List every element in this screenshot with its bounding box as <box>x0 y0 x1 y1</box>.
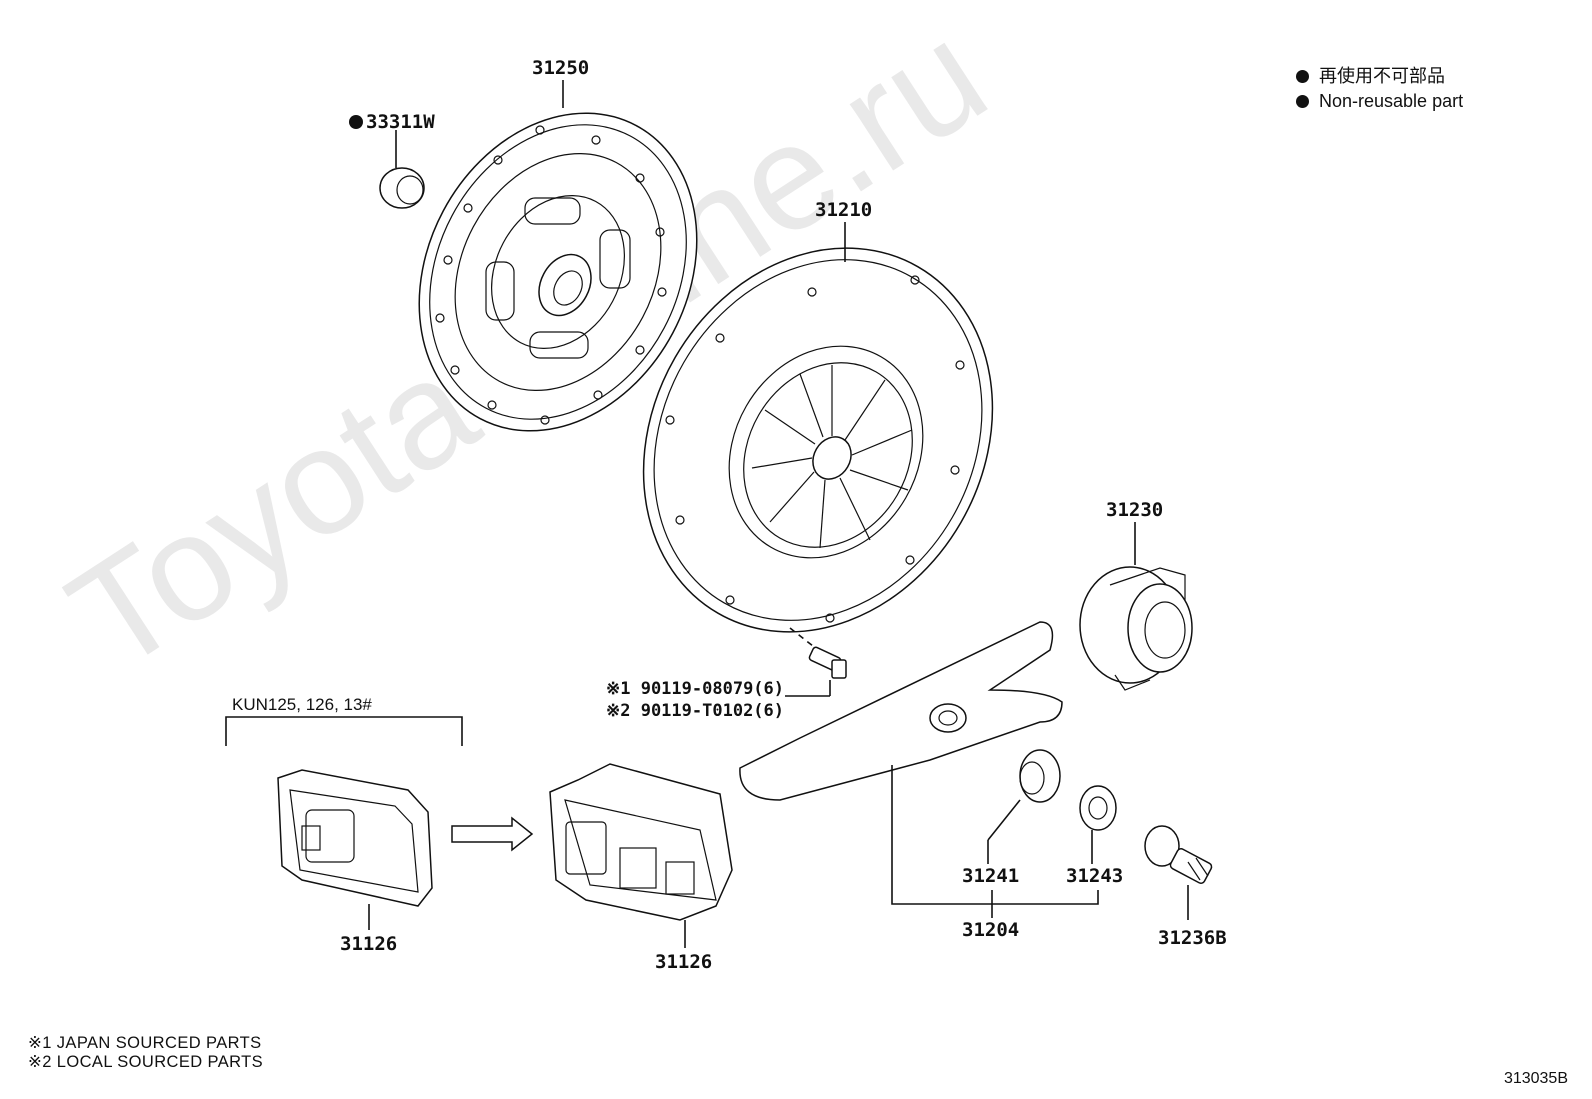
legend-item-japanese: 再使用不可部品 <box>1296 64 1463 89</box>
clutch-disc-31250[interactable] <box>365 64 750 479</box>
fork-boot-31241[interactable] <box>1019 749 1061 803</box>
non-reusable-dot-icon <box>349 115 363 129</box>
legend-label-english: Non-reusable part <box>1319 91 1464 111</box>
legend-item-english: Non-reusable part <box>1296 89 1463 114</box>
part-label-31236B[interactable]: 31236B <box>1158 927 1227 949</box>
leader-31241-a <box>987 799 1021 841</box>
pilot-bearing-33311W[interactable] <box>379 167 425 209</box>
part-label-31230[interactable]: 31230 <box>1106 499 1163 521</box>
clutch-housing-cover-31126-old[interactable] <box>277 769 433 907</box>
part-label-31250[interactable]: 31250 <box>532 57 589 79</box>
clutch-housing-cover-31126-new[interactable] <box>549 763 733 921</box>
bolt-dashed-leader <box>789 627 819 651</box>
model-note-bracket <box>225 716 463 746</box>
release-bearing-31230[interactable] <box>1079 566 1193 691</box>
part-label-31210[interactable]: 31210 <box>815 199 872 221</box>
footnotes: ※1 JAPAN SOURCED PARTS ※2 LOCAL SOURCED … <box>28 1034 263 1072</box>
cover-bolt[interactable] <box>808 646 847 679</box>
non-reusable-dot-icon <box>1296 70 1309 83</box>
bolt-callout-line2[interactable]: ※2 90119-T0102(6) <box>606 701 784 721</box>
fork-pivot-31236B[interactable] <box>1144 825 1213 885</box>
model-note[interactable]: KUN125, 126, 13# <box>232 695 372 714</box>
figure-number: 313035B <box>1503 1070 1568 1087</box>
non-reusable-dot-icon <box>1296 95 1309 108</box>
footnote-japan: ※1 JAPAN SOURCED PARTS <box>28 1034 262 1052</box>
fork-retainer-31243[interactable] <box>1079 785 1117 831</box>
release-fork-31204[interactable] <box>739 621 1063 801</box>
part-label-31126-new[interactable]: 31126 <box>655 951 712 973</box>
legend: 再使用不可部品 Non-reusable part <box>1296 64 1463 114</box>
part-label-31126-old[interactable]: 31126 <box>340 933 397 955</box>
footnote-local: ※2 LOCAL SOURCED PARTS <box>28 1053 264 1071</box>
bolt-callout-line1[interactable]: ※1 90119-08079(6) <box>606 679 784 699</box>
leader-31204-bracket <box>891 765 1099 905</box>
part-label-33311W[interactable]: 33311W <box>366 111 435 133</box>
replacement-arrow-icon <box>451 816 534 852</box>
legend-label-japanese: 再使用不可部品 <box>1319 66 1445 86</box>
part-label-31204[interactable]: 31204 <box>962 919 1019 941</box>
part-label-31243[interactable]: 31243 <box>1066 865 1123 887</box>
clutch-cover-31210[interactable] <box>575 184 1061 695</box>
part-label-31241[interactable]: 31241 <box>962 865 1019 887</box>
